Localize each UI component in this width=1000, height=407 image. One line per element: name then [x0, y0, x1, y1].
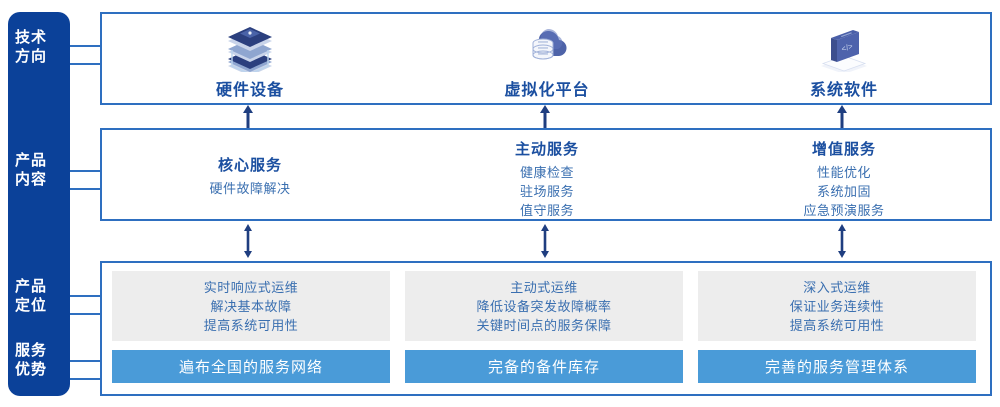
positioning-column-deep[interactable]: 深入式运维 保证业务连续性 提高系统可用性 完善的服务管理体系 [698, 271, 976, 383]
laptop-code-icon: </> [714, 20, 974, 72]
sidebar-label-line: 服务 [14, 342, 47, 359]
sidebar-label-line: 定位 [14, 297, 47, 314]
service-item: 系统加固 [816, 184, 871, 199]
cloud-database-icon [417, 20, 677, 72]
service-column-core[interactable]: 核心服务 硬件故障解决 [120, 154, 380, 198]
positioning-card: 主动式运维 降低设备突发故障概率 关键时间点的服务保障 [405, 271, 683, 341]
service-title: 核心服务 [217, 157, 282, 174]
arrow-up-virtualization [538, 105, 552, 133]
connector-line [70, 170, 100, 172]
arrow-double-core [241, 224, 255, 263]
svg-text:</>: </> [840, 41, 854, 54]
service-item: 硬件故障解决 [209, 181, 291, 196]
sidebar-label-line: 方向 [14, 48, 47, 65]
positioning-point: 提高系统可用性 [789, 317, 885, 333]
arrow-double-proactive [538, 224, 552, 263]
positioning-card: 深入式运维 保证业务连续性 提高系统可用性 [698, 271, 976, 341]
service-title: 主动服务 [514, 141, 579, 158]
connector-line [70, 360, 100, 362]
positioning-point: 主动式运维 [510, 279, 578, 295]
connector-line [70, 378, 100, 380]
connector-line [70, 295, 100, 297]
sidebar-item-technology-direction[interactable]: 技术 方向 [0, 28, 62, 66]
service-advantage-bar[interactable]: 完善的服务管理体系 [698, 350, 976, 383]
sidebar-item-product-content[interactable]: 产品 内容 [0, 151, 62, 189]
sidebar-item-service-advantage[interactable]: 服务 优势 [0, 341, 62, 379]
technology-column-system-software[interactable]: </> 系统软件 [714, 20, 974, 100]
technology-column-hardware[interactable]: 硬件设备 [120, 20, 380, 100]
product-positioning-section: 实时响应式运维 解决基本故障 提高系统可用性 遍布全国的服务网络 主动式运维 降… [100, 261, 992, 396]
connector-line [70, 313, 100, 315]
service-column-proactive[interactable]: 主动服务 健康检查 驻场服务 值守服务 [417, 138, 677, 220]
positioning-point: 实时响应式运维 [203, 279, 299, 295]
sidebar [8, 12, 70, 396]
sidebar-item-product-positioning[interactable]: 产品 定位 [0, 277, 62, 315]
technology-direction-section: 硬件设备 虚拟化平台 [100, 12, 992, 105]
positioning-card: 实时响应式运维 解决基本故障 提高系统可用性 [112, 271, 390, 341]
positioning-point: 深入式运维 [803, 279, 871, 295]
service-advantage-bar[interactable]: 遍布全国的服务网络 [112, 350, 390, 383]
sidebar-label-line: 优势 [14, 361, 47, 378]
arrow-up-hardware [241, 105, 255, 133]
product-content-section: 核心服务 硬件故障解决 主动服务 健康检查 驻场服务 值守服务 增值服务 性能优… [100, 128, 992, 221]
server-stack-icon [120, 20, 380, 72]
technology-label: 硬件设备 [215, 82, 284, 99]
positioning-column-realtime[interactable]: 实时响应式运维 解决基本故障 提高系统可用性 遍布全国的服务网络 [112, 271, 390, 383]
positioning-point: 关键时间点的服务保障 [476, 317, 612, 333]
connector-line [70, 45, 100, 47]
positioning-column-proactive[interactable]: 主动式运维 降低设备突发故障概率 关键时间点的服务保障 完备的备件库存 [405, 271, 683, 383]
sidebar-label-line: 产品 [14, 278, 47, 295]
service-item: 性能优化 [816, 165, 871, 180]
service-advantage-bar[interactable]: 完备的备件库存 [405, 350, 683, 383]
sidebar-label-line: 内容 [14, 171, 47, 188]
service-item: 驻场服务 [519, 184, 574, 199]
positioning-point: 降低设备突发故障概率 [476, 298, 612, 314]
sidebar-label-line: 产品 [14, 152, 47, 169]
technology-column-virtualization[interactable]: 虚拟化平台 [417, 20, 677, 100]
positioning-point: 保证业务连续性 [789, 298, 885, 314]
positioning-point: 提高系统可用性 [203, 317, 299, 333]
service-item: 应急预演服务 [803, 203, 885, 218]
service-column-value-added[interactable]: 增值服务 性能优化 系统加固 应急预演服务 [714, 138, 974, 220]
service-item: 值守服务 [519, 203, 574, 218]
technology-label: 虚拟化平台 [504, 82, 590, 99]
service-item: 健康检查 [519, 165, 574, 180]
positioning-point: 解决基本故障 [210, 298, 292, 314]
connector-line [70, 63, 100, 65]
arrow-double-value-added [835, 224, 849, 263]
sidebar-label-line: 技术 [14, 29, 47, 46]
technology-label: 系统软件 [809, 82, 878, 99]
arrow-up-system-software [835, 105, 849, 133]
connector-line [70, 188, 100, 190]
service-title: 增值服务 [811, 141, 876, 158]
